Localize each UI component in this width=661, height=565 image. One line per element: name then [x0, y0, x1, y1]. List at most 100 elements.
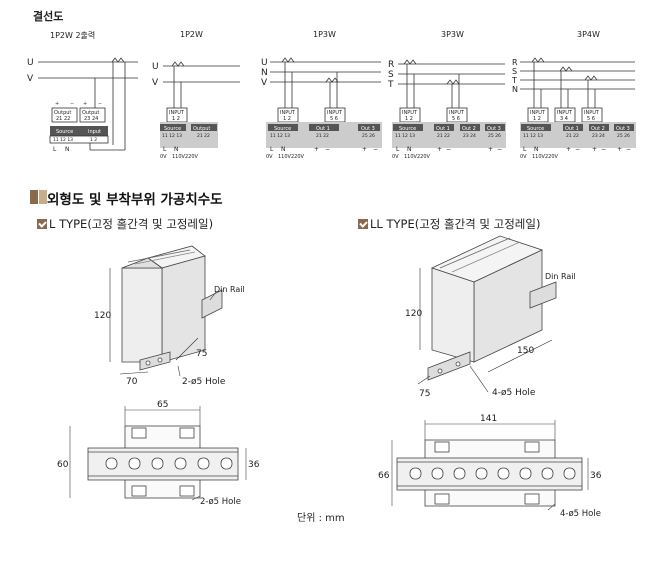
l-type-top-drawing: [69, 406, 247, 501]
d4-src-nums-4: 25 26: [617, 133, 630, 139]
d3-src-nums-4: 25 26: [488, 133, 501, 139]
d4-block-head-2: INPUT: [557, 110, 573, 116]
d2-line-n: N: [261, 68, 268, 78]
wiring-diagram-1p2w: [160, 61, 240, 148]
d3-line-t: T: [387, 80, 394, 90]
d3-src-nums-2: 21 22: [437, 133, 450, 139]
d0-bottom-l: L: [53, 146, 57, 153]
d0-src-head-1: Source: [56, 129, 73, 135]
d3-bottom-minus-2: −: [497, 146, 502, 153]
d4-line-s: S: [512, 67, 517, 76]
d4-src-nums-1: 11 12 13: [523, 133, 543, 139]
l-type-title: L TYPE(고정 홀간격 및 고정레일): [49, 217, 214, 231]
diagram-title-1p2w: 1P2W: [180, 30, 203, 39]
ll-iso-height: 120: [405, 309, 422, 319]
d3-bottom-l: L: [396, 146, 400, 153]
d3-block-nums-2: 5 6: [452, 116, 460, 122]
d2-src-head-2: Out 1: [316, 126, 330, 132]
d2-block-head-1: INPUT: [280, 110, 296, 116]
l-top-hole: 2-ø5 Hole: [200, 497, 241, 507]
d0-block-head-2: Output: [82, 110, 99, 116]
d3-bottom-plus-1: +: [437, 146, 442, 153]
l-iso-rail: Din Rail: [214, 285, 245, 294]
d2-bottom-plus-1: +: [314, 146, 319, 153]
l-top-width: 65: [157, 400, 168, 410]
d4-bottom-l: L: [523, 146, 527, 153]
d4-block-head-3: INPUT: [584, 110, 600, 116]
d4-volt-0: 0V: [520, 154, 527, 160]
d2-src-nums-1: 11 12 13: [270, 133, 290, 139]
d2-bottom-minus-1: −: [325, 146, 330, 153]
l-iso-hole: 2-ø5 Hole: [182, 377, 226, 387]
d3-line-s: S: [388, 70, 394, 80]
d3-block-head-2: INPUT: [449, 110, 465, 116]
d1-src-nums-2: 21 22: [197, 133, 210, 139]
diagram-title-3p3w: 3P3W: [441, 30, 464, 39]
d3-line-r: R: [388, 60, 394, 70]
d4-bottom-plus-3: +: [617, 146, 622, 153]
d0-src-nums-2: 1 2: [90, 137, 97, 143]
d2-bottom-minus-2: −: [373, 146, 378, 153]
ll-top-height: 66: [378, 471, 390, 481]
d2-src-nums-2: 21 22: [316, 133, 329, 139]
section-square-light: [39, 190, 47, 204]
d1-line-u: U: [152, 62, 159, 72]
d0-bottom-n: N: [65, 146, 70, 153]
d2-bottom-plus-2: +: [362, 146, 367, 153]
d4-src-head-2: Out 1: [565, 126, 579, 132]
d3-bottom-minus-1: −: [446, 146, 451, 153]
d1-block-head-1: INPUT: [169, 110, 185, 116]
d0-line-v: V: [27, 74, 34, 84]
d0-plus-2: +: [83, 101, 87, 107]
d2-bottom-l: L: [270, 146, 274, 153]
d2-bottom-n: N: [281, 146, 286, 153]
d4-line-r: R: [512, 58, 518, 67]
ll-type-check-icon: [358, 219, 368, 229]
d4-block-nums-2: 3 4: [560, 116, 568, 122]
wiring-diagram-1p2w-2out: [38, 57, 138, 151]
d3-block-head-1: INPUT: [402, 110, 418, 116]
d0-src-head-2: Input: [88, 129, 101, 135]
d3-volt-0: 0V: [392, 154, 399, 160]
diagram-title-3p4w: 3P4W: [577, 30, 600, 39]
d1-volt-1: 110V220V: [172, 154, 199, 160]
d3-src-head-3: Out 2: [462, 126, 476, 132]
section-square-dark: [30, 190, 38, 204]
d1-src-head-2: Output: [193, 126, 210, 132]
wiring-diagram-1p3w: [266, 57, 382, 148]
d2-block-nums-1: 1 2: [283, 116, 291, 122]
l-type-iso-drawing: [121, 245, 223, 371]
d3-src-nums-3: 23 24: [463, 133, 476, 139]
l-iso-depth: 75: [196, 349, 207, 359]
d1-bottom-n: N: [174, 146, 179, 153]
d0-minus-2: −: [98, 101, 102, 107]
wiring-diagram-3p4w: [520, 57, 636, 148]
ll-type-title: LL TYPE(고정 홀간격 및 고정레일): [370, 217, 541, 231]
d1-volt-0: 0V: [160, 154, 167, 160]
dimensions-section-title: 외형도 및 부착부위 가공치수도: [47, 192, 223, 208]
d4-bottom-minus-3: −: [626, 146, 631, 153]
diagram-title-1p3w: 1P3W: [313, 30, 336, 39]
unit-label: 단위 : mm: [297, 513, 345, 524]
ll-iso-hole: 4-ø5 Hole: [492, 388, 536, 398]
ll-iso-depth: 150: [517, 346, 534, 356]
d2-src-head-3: Out 3: [361, 126, 375, 132]
d0-block-head-1: Output: [54, 110, 71, 116]
d3-src-head-2: Out 1: [436, 126, 450, 132]
diagram-title-1p2w-2out: 1P2W 2출력: [50, 31, 96, 40]
d2-line-v: V: [261, 78, 268, 88]
d4-bottom-minus-2: −: [601, 146, 606, 153]
d1-src-head-1: Source: [164, 126, 181, 132]
d0-block-nums-2: 23 24: [84, 116, 98, 122]
ll-iso-width: 75: [419, 389, 430, 399]
d4-bottom-minus-1: −: [575, 146, 580, 153]
d2-block-nums-2: 5 6: [330, 116, 338, 122]
d2-src-head-1: Source: [274, 126, 291, 132]
d1-line-v: V: [152, 78, 159, 88]
d4-volt-1: 110V220V: [532, 154, 559, 160]
d0-line-u: U: [27, 58, 34, 68]
d0-src-nums-1: 11 12 13: [53, 137, 73, 143]
d4-block-head-1: INPUT: [530, 110, 546, 116]
d2-block-head-2: INPUT: [327, 110, 343, 116]
